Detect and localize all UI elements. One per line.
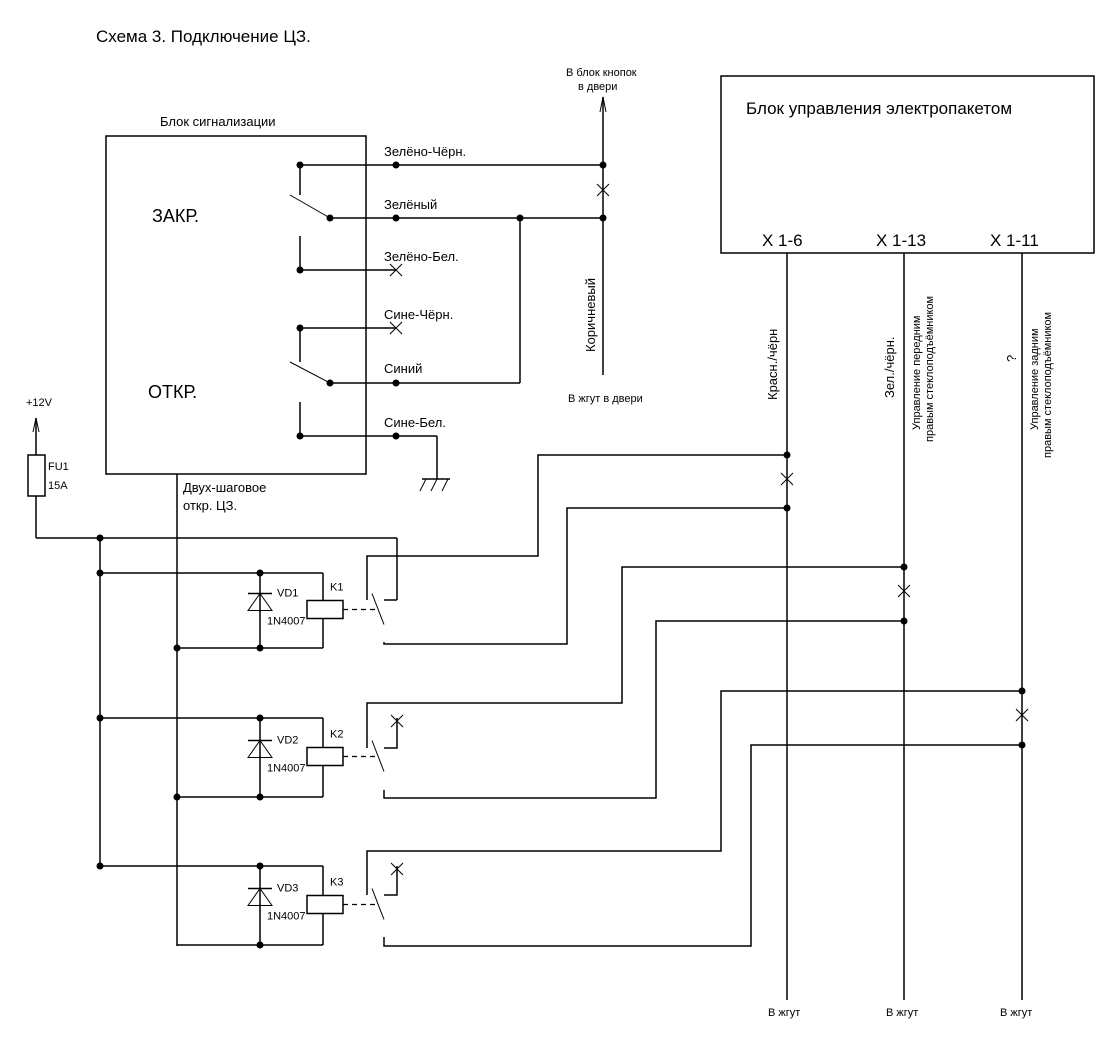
wire-label: Зелёный [384, 197, 437, 212]
relay-coil-icon [306, 746, 344, 767]
diagram-title: Схема 3. Подключение ЦЗ. [96, 27, 311, 46]
cut-mark-icon [390, 714, 404, 728]
diode-type: 1N4007 [267, 616, 306, 628]
relay-k3-contacts [366, 690, 1022, 947]
diode-icon [247, 739, 273, 758]
diode-id: VD3 [277, 883, 298, 895]
port-wire-label: Зел./чёрн. [882, 337, 897, 398]
cut-mark-icon [897, 584, 911, 598]
diode-type: 1N4007 [267, 911, 306, 923]
wire-label: Зелёно-Чёрн. [384, 144, 466, 159]
supply-label: +12V [26, 397, 53, 409]
relay-id: K2 [330, 729, 343, 741]
door-harness-label: В жгут в двери [568, 393, 643, 405]
cut-mark-icon [596, 183, 610, 197]
harness-label: В жгут [768, 1007, 800, 1019]
lock-switch [289, 161, 334, 274]
wire-label: Синий [384, 361, 422, 376]
wire-label: Сине-Бел. [384, 415, 446, 430]
relay-coil-icon [306, 599, 344, 620]
wire-label: Зелёно-Бел. [384, 249, 459, 264]
fuse-icon [27, 454, 46, 497]
port-wire-label: ? [1004, 355, 1019, 362]
relay-coil-icon [306, 894, 344, 915]
port-label: X 1-11 [990, 231, 1039, 250]
cut-mark-icon [389, 263, 403, 277]
port-note-line2: правым стеклоподъёмником [1042, 312, 1054, 458]
harness-label: В жгут [886, 1007, 918, 1019]
unlock-switch [289, 324, 334, 440]
diode-icon [247, 592, 273, 611]
alarm-wires [300, 161, 603, 492]
footnote-line2: откр. ЦЗ. [183, 498, 237, 513]
cut-mark-icon [780, 472, 794, 486]
ecu-label: Блок управления электропакетом [746, 99, 1012, 118]
diode-id: VD2 [277, 735, 298, 747]
port-note-line1: Управление задним [1029, 328, 1041, 430]
arrow-up-icon [599, 96, 607, 113]
door-buttons-label-1: В блок кнопок [566, 67, 637, 79]
relay-id: K1 [330, 582, 343, 594]
alarm-block-label: Блок сигнализации [160, 114, 276, 129]
relay-id: K3 [330, 877, 343, 889]
lock-label: ЗАКР. [152, 206, 199, 226]
power-supply: +12V FU1 15A [26, 397, 397, 946]
door-buttons-label-2: в двери [578, 81, 617, 93]
relay-contact-icon [371, 740, 385, 772]
arrow-up-icon [32, 417, 40, 433]
port-label: X 1-6 [762, 231, 803, 250]
cut-mark-icon [389, 321, 403, 335]
port-note-line2: правым стеклоподъёмником [924, 296, 936, 442]
fuse-id: FU1 [48, 461, 69, 473]
relay-contact-icon [371, 888, 385, 920]
cut-mark-icon [390, 862, 404, 876]
relay-k2-contacts [366, 566, 904, 799]
ecu-outline [720, 75, 1095, 254]
unlock-label: ОТКР. [148, 382, 197, 402]
relay-contact-icon [371, 593, 385, 625]
diode-type: 1N4007 [267, 763, 306, 775]
diode-icon [247, 887, 273, 906]
ground-icon [419, 478, 450, 492]
alarm-block: Блок сигнализации ЗАКР. ОТКР. [105, 114, 603, 513]
fuse-rating: 15A [48, 480, 68, 492]
harness-label: В жгут [1000, 1007, 1032, 1019]
port-label: X 1-13 [876, 231, 926, 250]
alarm-block-outline [105, 135, 367, 475]
ecu-block: Блок управления электропакетом X 1-6 X 1… [720, 75, 1095, 1019]
port-wire-label: Красн./чёрн [765, 329, 780, 400]
relay-k1-contacts [366, 454, 787, 645]
diode-id: VD1 [277, 588, 298, 600]
brown-wire-label: Коричневый [583, 278, 598, 352]
wire-label: Сине-Чёрн. [384, 307, 453, 322]
cut-mark-icon [1015, 708, 1029, 722]
port-note-line1: Управление передним [911, 316, 923, 430]
footnote-line1: Двух-шаговое [183, 480, 266, 495]
door-buttons-connection: В блок кнопок в двери Коричневый В жгут … [566, 67, 643, 405]
